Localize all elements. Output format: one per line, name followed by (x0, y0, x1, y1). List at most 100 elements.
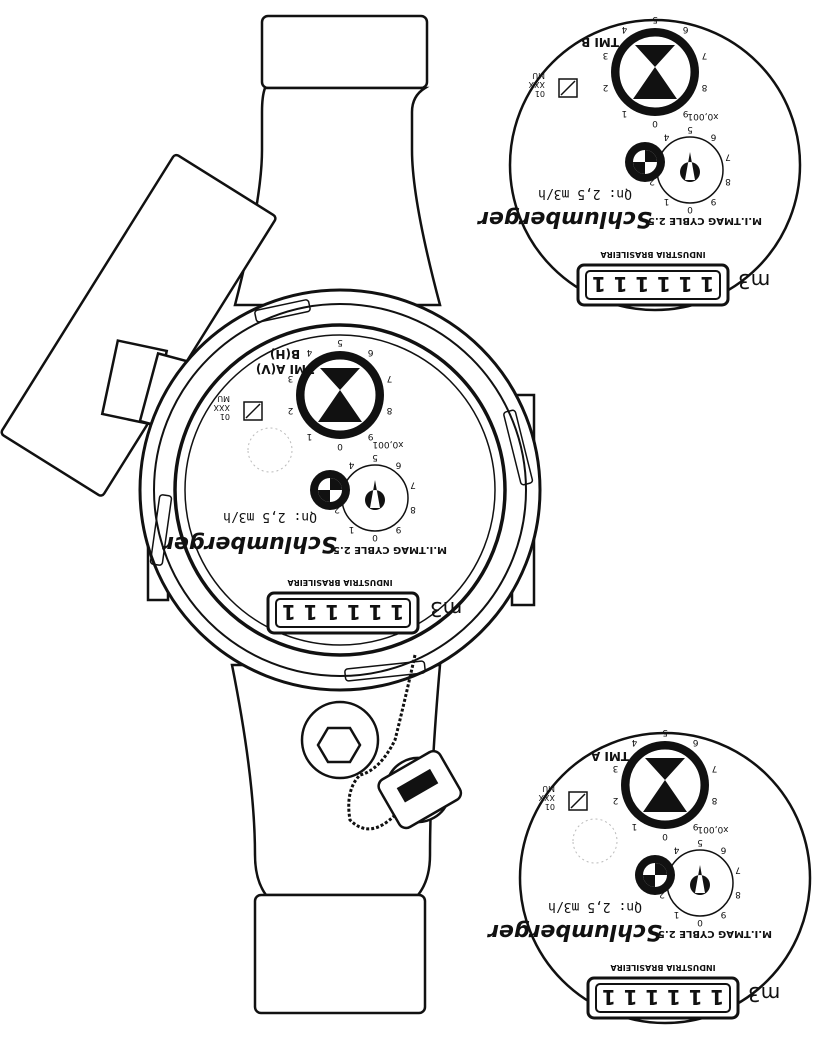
variant-a-flow-rating: Qn: 2,5 m3/h (548, 899, 642, 914)
variant-b-small-dial-digit-1: 1 (664, 196, 670, 206)
variant-b-small-dial-digit-8: 8 (725, 176, 731, 186)
variant-a-flow-indicator (635, 855, 675, 895)
ring-slot-left (149, 494, 173, 566)
variant-a-small-dial-digit-5: 5 (697, 837, 703, 847)
variant-b-large-dial-digit-8: 8 (701, 82, 707, 92)
dial-cycle-label: M.I.TMAG CYBLE 2.5 (333, 544, 447, 555)
variant-b-register-digit: 1 (635, 272, 649, 296)
variant-b-register-digit: 1 (614, 272, 628, 296)
variant-a-large-dial-digit-6: 6 (692, 737, 698, 747)
flow-indicator (310, 470, 350, 510)
small-dial-digit-8: 8 (410, 504, 416, 514)
variant-a-large-dial-digit-8: 8 (711, 795, 717, 805)
variant-a-register-digit: 1 (624, 985, 638, 1009)
variant-a-large-dial-digit-1: 1 (632, 821, 638, 831)
small-dial-digit-0: 0 (372, 532, 378, 542)
small-dial-digit-5: 5 (372, 452, 378, 462)
variant-b-approval-3: MU (532, 71, 545, 80)
variant-a-large-dial-digit-4: 4 (631, 737, 637, 747)
variant-a-large-dial-digit-9: 9 (692, 821, 698, 831)
variant-b-small-dial-digit-5: 5 (687, 124, 693, 134)
variant-a-small-dial-digit-1: 1 (674, 909, 680, 919)
variant-b-large-dial-digit-7: 7 (702, 50, 708, 60)
variant-b-small-dial-digit-4: 4 (663, 132, 669, 142)
variant-b-model: TMI B (581, 35, 619, 49)
model-label: TMI A(V) (256, 362, 314, 376)
variant-a-small-dial-digit-0: 0 (697, 917, 703, 927)
large-dial-digit-0: 0 (337, 441, 343, 451)
variant-b-small-dial-digit-0: 0 (687, 204, 693, 214)
origin-label: INDUSTRIA BRASILEIRA (287, 578, 393, 587)
dial-factor-label: x0,001 (372, 439, 403, 449)
variant-b-approval-2: XXX (528, 80, 545, 89)
variant-a-large-dial-digit-5: 5 (662, 727, 668, 737)
variant-b-large-dial-digit-0: 0 (652, 118, 658, 128)
variant-a-large-dial-digit-2: 2 (613, 795, 619, 805)
small-dial-digit-6: 6 (395, 460, 401, 470)
large-dial-digit-4: 4 (306, 347, 312, 357)
small-dial-digit-2: 2 (334, 504, 340, 514)
large-dial-digit-7: 7 (387, 373, 393, 383)
outer-ring-inner-edge (153, 303, 527, 677)
main-register-digit: 1 (325, 600, 339, 624)
dial-rim (173, 323, 507, 657)
top-pipe-connector (260, 14, 429, 90)
large-dial-pointer (318, 368, 362, 422)
variant-b-large-dial-digit-6: 6 (682, 24, 688, 34)
variant-a-register-digit: 1 (689, 985, 703, 1009)
upper-body (233, 86, 442, 307)
model-sub-label: B(H) (270, 347, 300, 361)
variant-b-register-digit: 1 (700, 272, 714, 296)
variant-a-register-digit: 1 (645, 985, 659, 1009)
variant-a-cycle: M.I.TMAG CYBLE 2.5 (658, 928, 772, 939)
variant-a-approval-2: XXX (538, 793, 555, 802)
large-dial-digit-1: 1 (307, 431, 313, 441)
plug-cap-slot (396, 768, 439, 803)
variant-a-approval-1: 01 (545, 802, 555, 811)
variant-a-approval-3: MU (542, 784, 555, 793)
variant-b-large-dial-digit-3: 3 (603, 50, 609, 60)
variant-b-small-dial-digit-7: 7 (725, 152, 731, 162)
variant-a-register-digit: 1 (602, 985, 616, 1009)
ring-slot-top (254, 299, 311, 323)
variant-a-large-dial-digit-3: 3 (613, 763, 619, 773)
seal-mark (247, 427, 293, 473)
register-window-inner (275, 598, 411, 628)
variant-b-small-dial-digit-6: 6 (710, 132, 716, 142)
main-register-digit: 1 (369, 600, 383, 624)
dial-face-edge (184, 334, 496, 646)
variant-a-origin: INDUSTRIA BRASILEIRA (610, 963, 716, 972)
register-window (266, 591, 420, 635)
small-dial-digit-9: 9 (395, 524, 401, 534)
variant-a-model: TMI A (590, 749, 629, 763)
approval-line-2: XXX (213, 403, 230, 412)
large-dial-digit-6: 6 (367, 347, 373, 357)
variant-a-brand: Schlumberger (487, 919, 662, 944)
approval-line-1: 01 (220, 412, 230, 421)
approval-mark: 01 XXX MU (213, 394, 263, 421)
variant-b-register-window (576, 263, 730, 307)
variant-a-register-digit: 1 (710, 985, 724, 1009)
variant-b-origin: INDUSTRIA BRASILEIRA (600, 250, 706, 259)
variant-b-approval-1: 01 (535, 89, 545, 98)
large-dial-digit-5: 5 (337, 337, 343, 347)
variant-a-large-dial-digit-7: 7 (712, 763, 718, 773)
register-unit-label: m3 (430, 597, 462, 621)
variant-b-flow-rating: Qn: 2,5 m3/h (538, 186, 632, 201)
variant-a-factor: x0,001 (697, 824, 728, 834)
variant-b-brand: Schlumberger (477, 206, 652, 231)
variant-a-small-dial-digit-2: 2 (659, 889, 665, 899)
main-register-digit: 1 (390, 600, 404, 624)
variant-b-register-digit: 1 (679, 272, 693, 296)
large-dial-digit-8: 8 (386, 405, 392, 415)
variant-a-register-window (586, 976, 740, 1020)
ring-slot-bottom (344, 660, 426, 682)
small-dial-pointer (365, 480, 385, 510)
variant-a-small-dial-digit-9: 9 (720, 909, 726, 919)
small-dial-digit-4: 4 (348, 460, 354, 470)
variant-b-small-dial-digit-9: 9 (710, 196, 716, 206)
